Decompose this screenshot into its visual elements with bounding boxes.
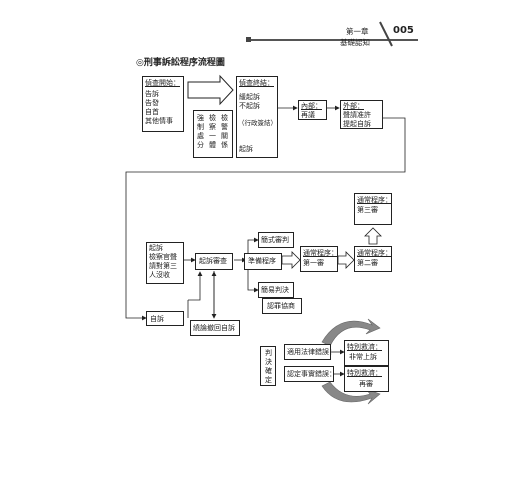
node-line: 緩起訴	[239, 93, 260, 101]
node-withdrawal: 繞論撤回自訴	[190, 320, 240, 336]
node-line: 非常上訴	[349, 353, 377, 361]
node-label: 認罪協商	[267, 302, 295, 310]
node-line: 其他情事	[145, 117, 173, 125]
node-line: 告發	[145, 99, 159, 107]
node-heading: 通常程序：	[357, 249, 392, 257]
node-column: 檢察一體	[209, 114, 216, 149]
hollow-arrow-prep-first	[281, 251, 301, 269]
arrow-private-review	[188, 271, 203, 301]
node-line: 再議	[301, 111, 315, 119]
section-label: 基礎認知	[340, 38, 370, 47]
node-investigation-start: 偵查開始： 告訴 告發 自首 其他情事	[142, 76, 184, 132]
hollow-arrow-first-second	[337, 251, 355, 269]
node-internal: 內部： 再議	[298, 100, 327, 120]
node-label: 起訴審查	[199, 257, 227, 265]
node-line: 檢察官聲	[149, 253, 177, 261]
node-second-instance: 通常程序： 第二審	[354, 246, 392, 272]
node-extraordinary-appeal: 特別救濟： 非常上訴	[344, 340, 389, 366]
node-label: 繞論撤回自訴	[193, 324, 235, 332]
node-heading: 特別救濟：	[347, 369, 382, 377]
node-prosecution-agencies: 強制處分 檢察一體 檢警關係	[193, 110, 233, 158]
node-heading: 偵查開始：	[145, 79, 180, 87]
node-summary-judgment: 簡易判決	[258, 282, 294, 298]
node-label: 準備程序	[248, 257, 276, 265]
node-heading: 特別救濟：	[347, 343, 382, 351]
node-line: 自首	[145, 108, 159, 116]
node-line: 人沒收	[149, 271, 170, 279]
node-line: 第二審	[357, 259, 378, 267]
node-indictment-review: 起訴審查	[195, 253, 233, 270]
node-summary-trial: 簡式審判	[258, 232, 294, 248]
arrow-prep-summary-trial	[247, 237, 259, 253]
arrow-prep-summary-judgment	[247, 268, 259, 293]
node-fact-error: 認定事實錯誤：	[284, 366, 336, 382]
node-preparatory: 準備程序	[244, 253, 282, 270]
node-heading: 外部：	[343, 102, 364, 110]
node-line: 告訴	[145, 90, 159, 98]
node-indictment: 起訴 檢察官聲 請對第三 人沒收	[146, 242, 184, 284]
page-number: 005	[393, 25, 414, 36]
node-label: 判決確定	[265, 349, 272, 384]
page-title: ◎刑事訴訟程序流程圖	[136, 58, 225, 68]
node-line: 起訴	[239, 145, 253, 153]
node-first-instance: 通常程序： 第一審	[300, 246, 338, 272]
node-line: 提起自訴	[343, 120, 371, 128]
node-private-prosecution: 自訴	[146, 311, 184, 326]
node-line: 不起訴	[239, 102, 260, 110]
big-hollow-arrow	[187, 74, 234, 106]
node-column: 檢警關係	[221, 114, 228, 149]
node-label: 自訴	[150, 315, 164, 323]
node-retrial: 特別救濟： 再審	[344, 366, 389, 392]
hollow-arrow-second-third	[364, 227, 382, 245]
header-slash	[379, 21, 393, 47]
node-external: 外部： 聲請准許 提起自訴	[340, 100, 383, 129]
node-line: 聲請准許	[343, 111, 371, 119]
node-line: 第三審	[357, 206, 378, 214]
curved-arrow-top	[321, 318, 381, 347]
node-third-instance: 通常程序： 第三審	[354, 193, 392, 225]
node-plea-bargain: 認罪協商	[262, 298, 302, 314]
node-line: 再審	[359, 380, 373, 388]
node-heading: 偵查終結：	[239, 79, 274, 87]
node-line: （行政簽結）	[238, 119, 277, 127]
node-heading: 內部：	[301, 102, 322, 110]
node-column: 強制處分	[197, 114, 204, 149]
chapter-label: 第一章	[346, 27, 369, 36]
node-label: 簡易判決	[261, 286, 289, 294]
node-heading: 通常程序：	[357, 196, 392, 204]
node-label: 適用法律錯誤：	[287, 348, 336, 356]
node-investigation-end: 偵查終結： 緩起訴 不起訴 （行政簽結） 起訴	[236, 76, 278, 158]
node-final-judgment: 判決確定	[260, 346, 276, 386]
node-line: 第一審	[303, 259, 324, 267]
node-line: 請對第三	[149, 262, 177, 270]
node-line: 起訴	[149, 244, 163, 252]
header-marker	[246, 37, 251, 42]
connector-return	[125, 117, 406, 321]
node-label: 認定事實錯誤：	[287, 370, 336, 378]
node-heading: 通常程序：	[303, 249, 338, 257]
node-law-error: 適用法律錯誤：	[284, 344, 336, 360]
node-label: 簡式審判	[261, 236, 289, 244]
